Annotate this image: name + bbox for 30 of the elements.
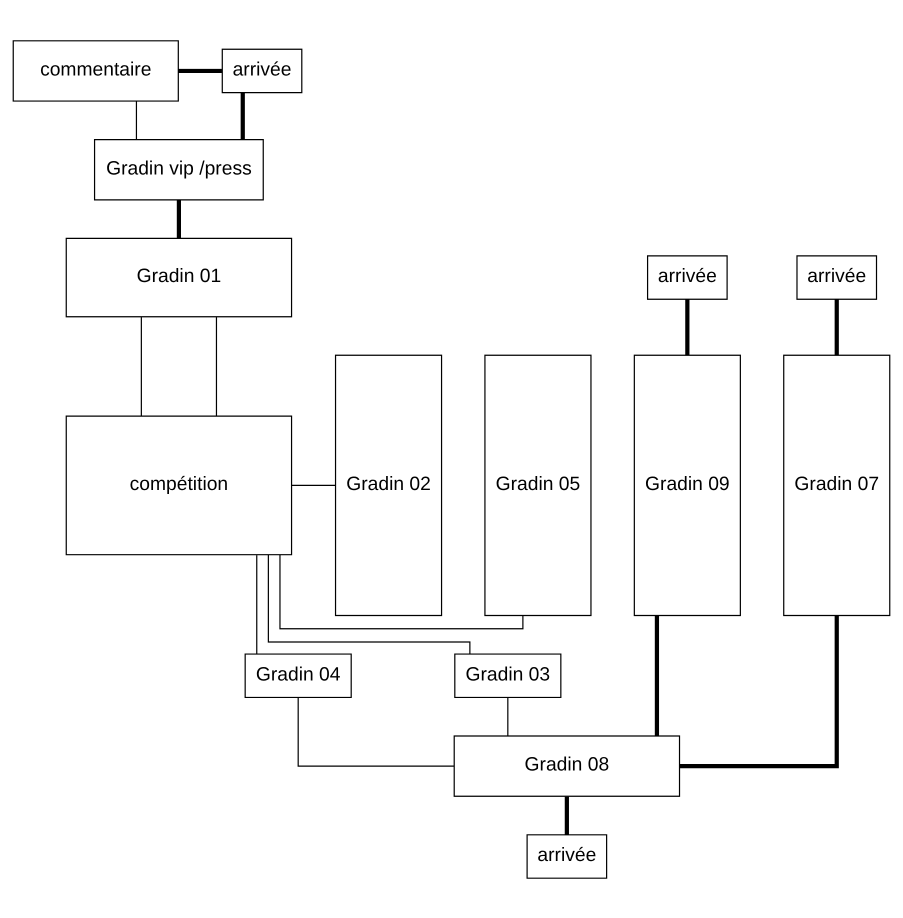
node-box: Gradin vip /press <box>94 138 264 200</box>
connector <box>564 796 569 834</box>
connector <box>685 298 690 355</box>
connector <box>654 615 660 736</box>
connector <box>507 697 508 736</box>
connector <box>178 68 222 73</box>
connector <box>834 298 839 355</box>
node-box: compétition <box>66 415 292 555</box>
node-box: Gradin 04 <box>244 652 352 698</box>
node-box: Gradin 01 <box>66 237 292 317</box>
node-box: arrivée <box>796 254 878 300</box>
connector <box>256 554 258 654</box>
node-box: Gradin 03 <box>454 652 562 698</box>
node-box: arrivée <box>222 48 302 93</box>
node-box: Gradin 02 <box>334 354 442 616</box>
connector <box>136 100 138 139</box>
node-box: Gradin 09 <box>634 354 741 616</box>
node-box: arrivée <box>526 834 608 878</box>
connector <box>216 316 218 416</box>
connector <box>292 484 336 486</box>
node-box: arrivée <box>646 254 728 300</box>
connector <box>240 92 245 140</box>
connector <box>140 316 142 416</box>
node-box: Gradin 05 <box>484 354 592 616</box>
connector <box>176 200 182 238</box>
connector <box>298 697 454 766</box>
connector <box>680 615 839 768</box>
node-box: Gradin 07 <box>783 354 890 616</box>
node-box: commentaire <box>12 40 179 102</box>
node-box: Gradin 08 <box>454 734 680 796</box>
